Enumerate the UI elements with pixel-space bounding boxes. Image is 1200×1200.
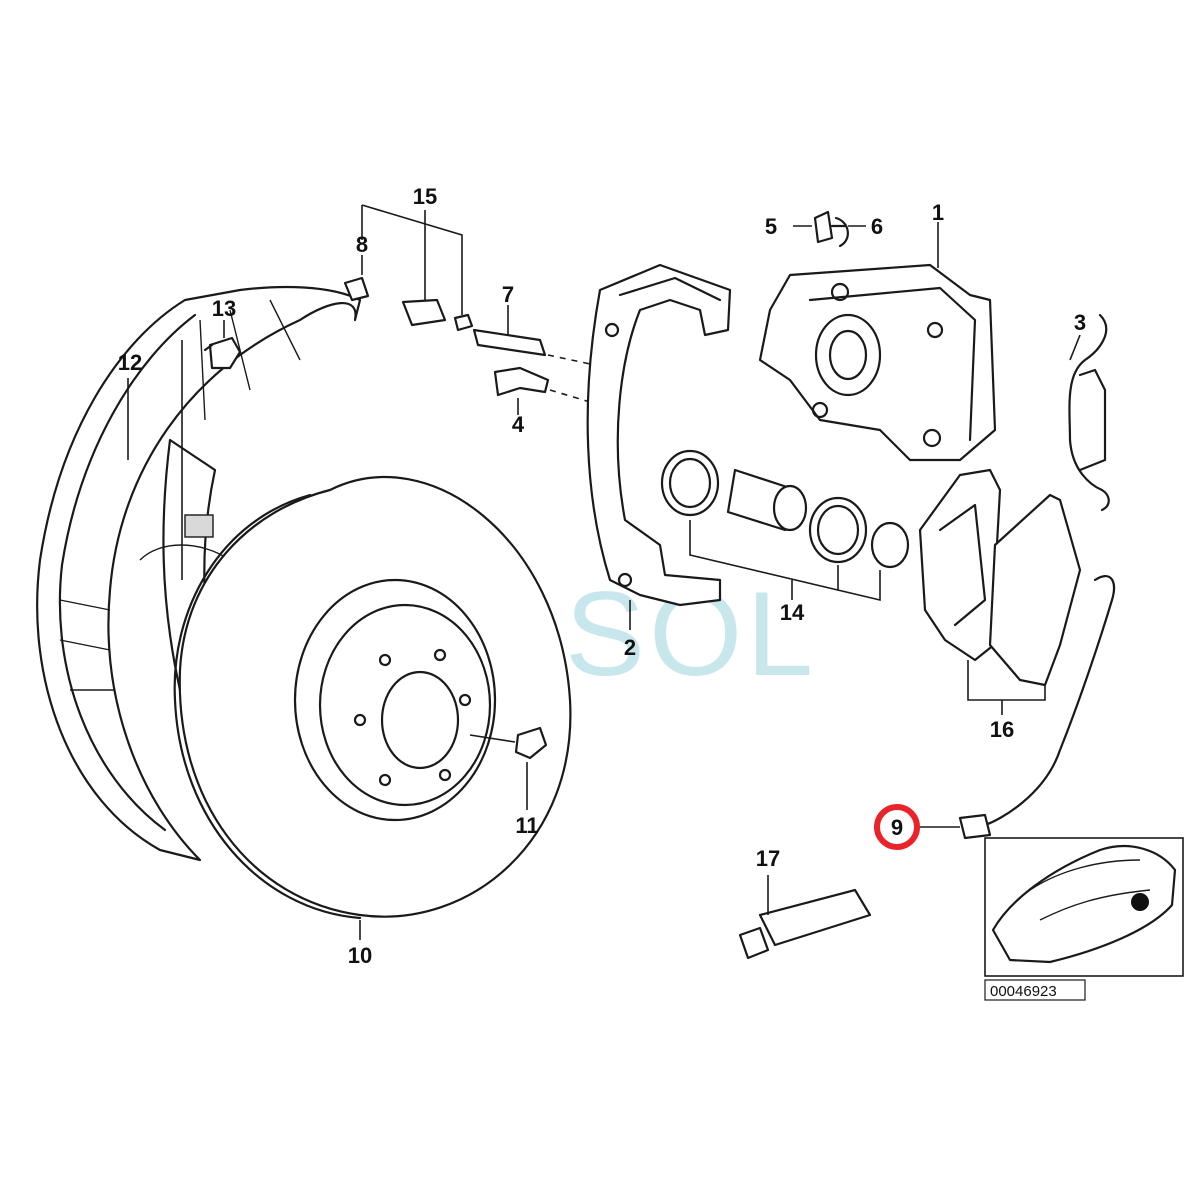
part-8-cap-drawing (343, 255, 370, 302)
label-part-6: 6 (871, 214, 883, 239)
caliper-drawing (758, 222, 997, 462)
label-part-3: 3 (1074, 310, 1086, 335)
label-part-12: 12 (118, 350, 142, 375)
wheel-location-icon (1131, 893, 1149, 911)
label-part-14: 14 (780, 600, 805, 625)
label-part-2: 2 (624, 635, 636, 660)
label-part-15: 15 (413, 184, 437, 209)
document-number: 00046923 (990, 983, 1057, 1000)
label-part-8: 8 (356, 232, 368, 257)
brake-pads-drawing (918, 468, 1082, 715)
label-part-10: 10 (348, 943, 372, 968)
part-15-guide-sleeve-drawing (361, 204, 474, 332)
highlight-circle-part-9 (874, 804, 920, 850)
part-4-bolt-drawing (493, 366, 601, 415)
label-part-11: 11 (515, 813, 538, 838)
label-part-9: 9 (891, 815, 903, 840)
label-part-13: 13 (212, 296, 236, 321)
label-part-5: 5 (765, 214, 777, 239)
label-part-4: 4 (512, 412, 525, 437)
document-number-box (984, 979, 1086, 1001)
caliper-carrier-drawing (586, 263, 732, 630)
label-part-1: 1 (932, 200, 944, 225)
vehicle-locator-inset (984, 837, 1184, 977)
label-part-16: 16 (990, 717, 1014, 742)
part-13-bolt-drawing (203, 320, 242, 370)
wear-sensor-drawing (918, 575, 1116, 840)
label-part-17: 17 (756, 846, 780, 871)
part-5-6-bleeder-drawing (793, 210, 866, 248)
grease-tube-drawing (738, 875, 872, 960)
part-11-bolt-drawing (469, 726, 548, 810)
label-part-7: 7 (502, 282, 514, 307)
piston-kit-drawing (660, 449, 910, 602)
anti-rattle-spring-drawing (1068, 313, 1110, 512)
backing-plate-drawing (36, 285, 362, 862)
brake-disc-drawing (173, 476, 572, 920)
part-7-guide-pin-drawing (472, 305, 596, 366)
